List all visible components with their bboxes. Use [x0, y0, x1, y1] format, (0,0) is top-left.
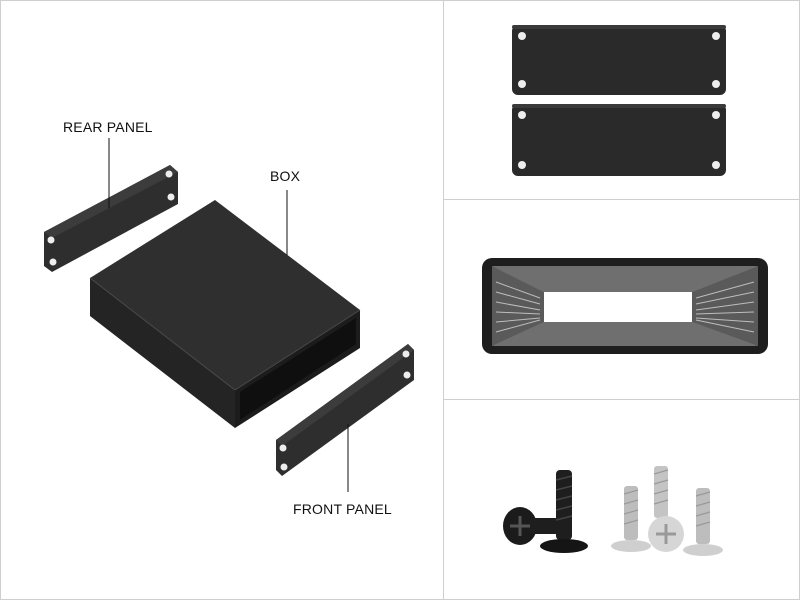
box-label: BOX [270, 168, 301, 184]
black-screw-standing [540, 470, 588, 553]
black-screw-lying [503, 507, 564, 545]
divider-vertical [443, 0, 444, 600]
rear-panel-label: REAR PANEL [63, 119, 153, 135]
end-panels-photo [444, 0, 800, 199]
exploded-view-illustration [44, 138, 414, 492]
steel-screw-back [653, 466, 669, 518]
box-body [89, 200, 361, 428]
steel-screw-lying [648, 516, 684, 552]
divider-top [444, 199, 800, 200]
end-panel-bottom [512, 104, 726, 176]
divider-bottom [444, 399, 800, 400]
front-panel-plate [276, 344, 414, 476]
screws-photo [444, 400, 800, 600]
extrusion-interior-illustration [482, 258, 768, 354]
exploded-view-panel: REAR PANEL BOX FRONT PANEL [44, 119, 414, 517]
end-panel-top [512, 25, 726, 95]
front-panel-label: FRONT PANEL [293, 501, 392, 517]
extrusion-interior-photo [444, 200, 800, 399]
screws-illustration [503, 466, 723, 556]
steel-screw-left [611, 486, 651, 552]
end-panels-illustration [512, 25, 726, 176]
steel-screw-right [683, 488, 723, 556]
rear-panel-plate [44, 165, 178, 272]
